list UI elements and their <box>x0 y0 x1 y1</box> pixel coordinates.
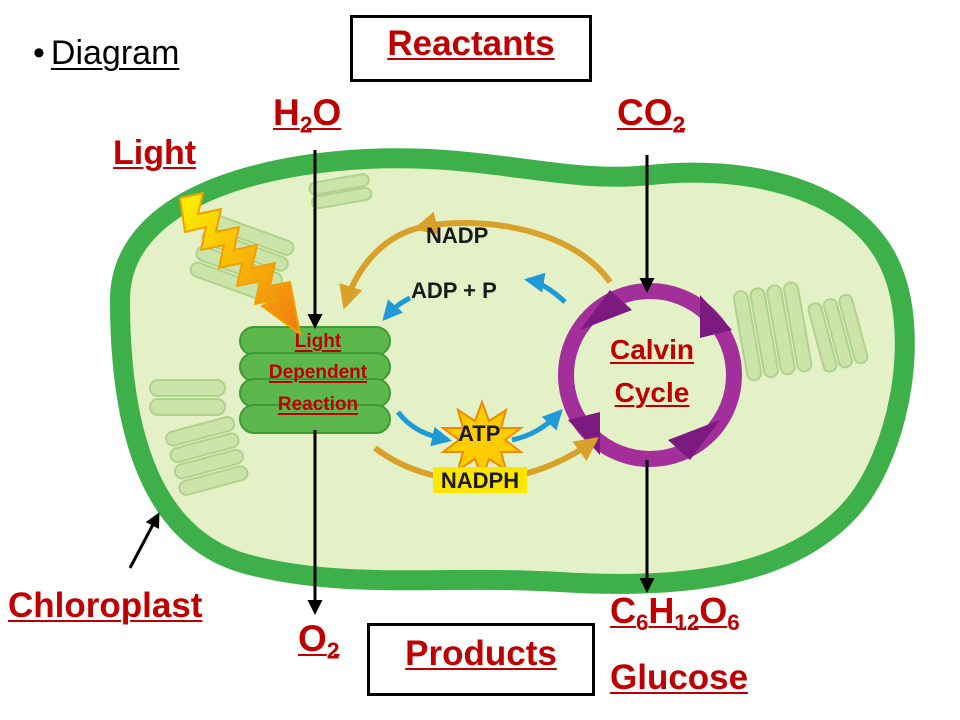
atp-label: ATP <box>458 421 501 446</box>
co2-label: CO2 <box>617 92 686 138</box>
atp-out-arrow <box>511 409 563 443</box>
glucose-formula-label: C6H12O6 <box>610 590 740 636</box>
light-bolt-icon <box>178 191 302 337</box>
reactants-label: Reactants <box>387 24 555 63</box>
light-label: Light <box>113 134 197 172</box>
calvin-line1: Calvin <box>609 334 695 365</box>
water-label: H2O <box>273 92 342 138</box>
reactants-box <box>350 15 592 82</box>
nadph-label: NADPH <box>440 468 520 493</box>
light-reaction-line3: Reaction <box>277 394 359 415</box>
bullet-text: Diagram <box>50 34 180 72</box>
calvin-line2: Cycle <box>614 377 690 408</box>
nadp-to-light-arrow <box>339 225 419 310</box>
pointer-arrow-icon <box>128 512 160 569</box>
nadph-highlight <box>433 467 527 493</box>
products-box <box>367 623 595 696</box>
light-reaction-line1: Light <box>294 331 342 352</box>
adp-label: ADP + P <box>411 278 497 303</box>
atp-in-arrow <box>396 410 452 447</box>
products-label: Products <box>405 634 557 673</box>
nadp-label: NADP <box>426 223 489 248</box>
adp-return-arrow <box>524 272 567 304</box>
light-reaction-line2: Dependent <box>268 362 368 383</box>
chloroplast-label: Chloroplast <box>8 586 203 625</box>
bullet-heading: •Diagram <box>33 34 179 73</box>
adp-to-light-arrow <box>382 295 412 322</box>
oxygen-label: O2 <box>298 618 340 664</box>
nadp-return-arrow <box>413 211 613 284</box>
glucose-name-label: Glucose <box>610 658 749 697</box>
bullet-symbol: • <box>33 34 45 72</box>
